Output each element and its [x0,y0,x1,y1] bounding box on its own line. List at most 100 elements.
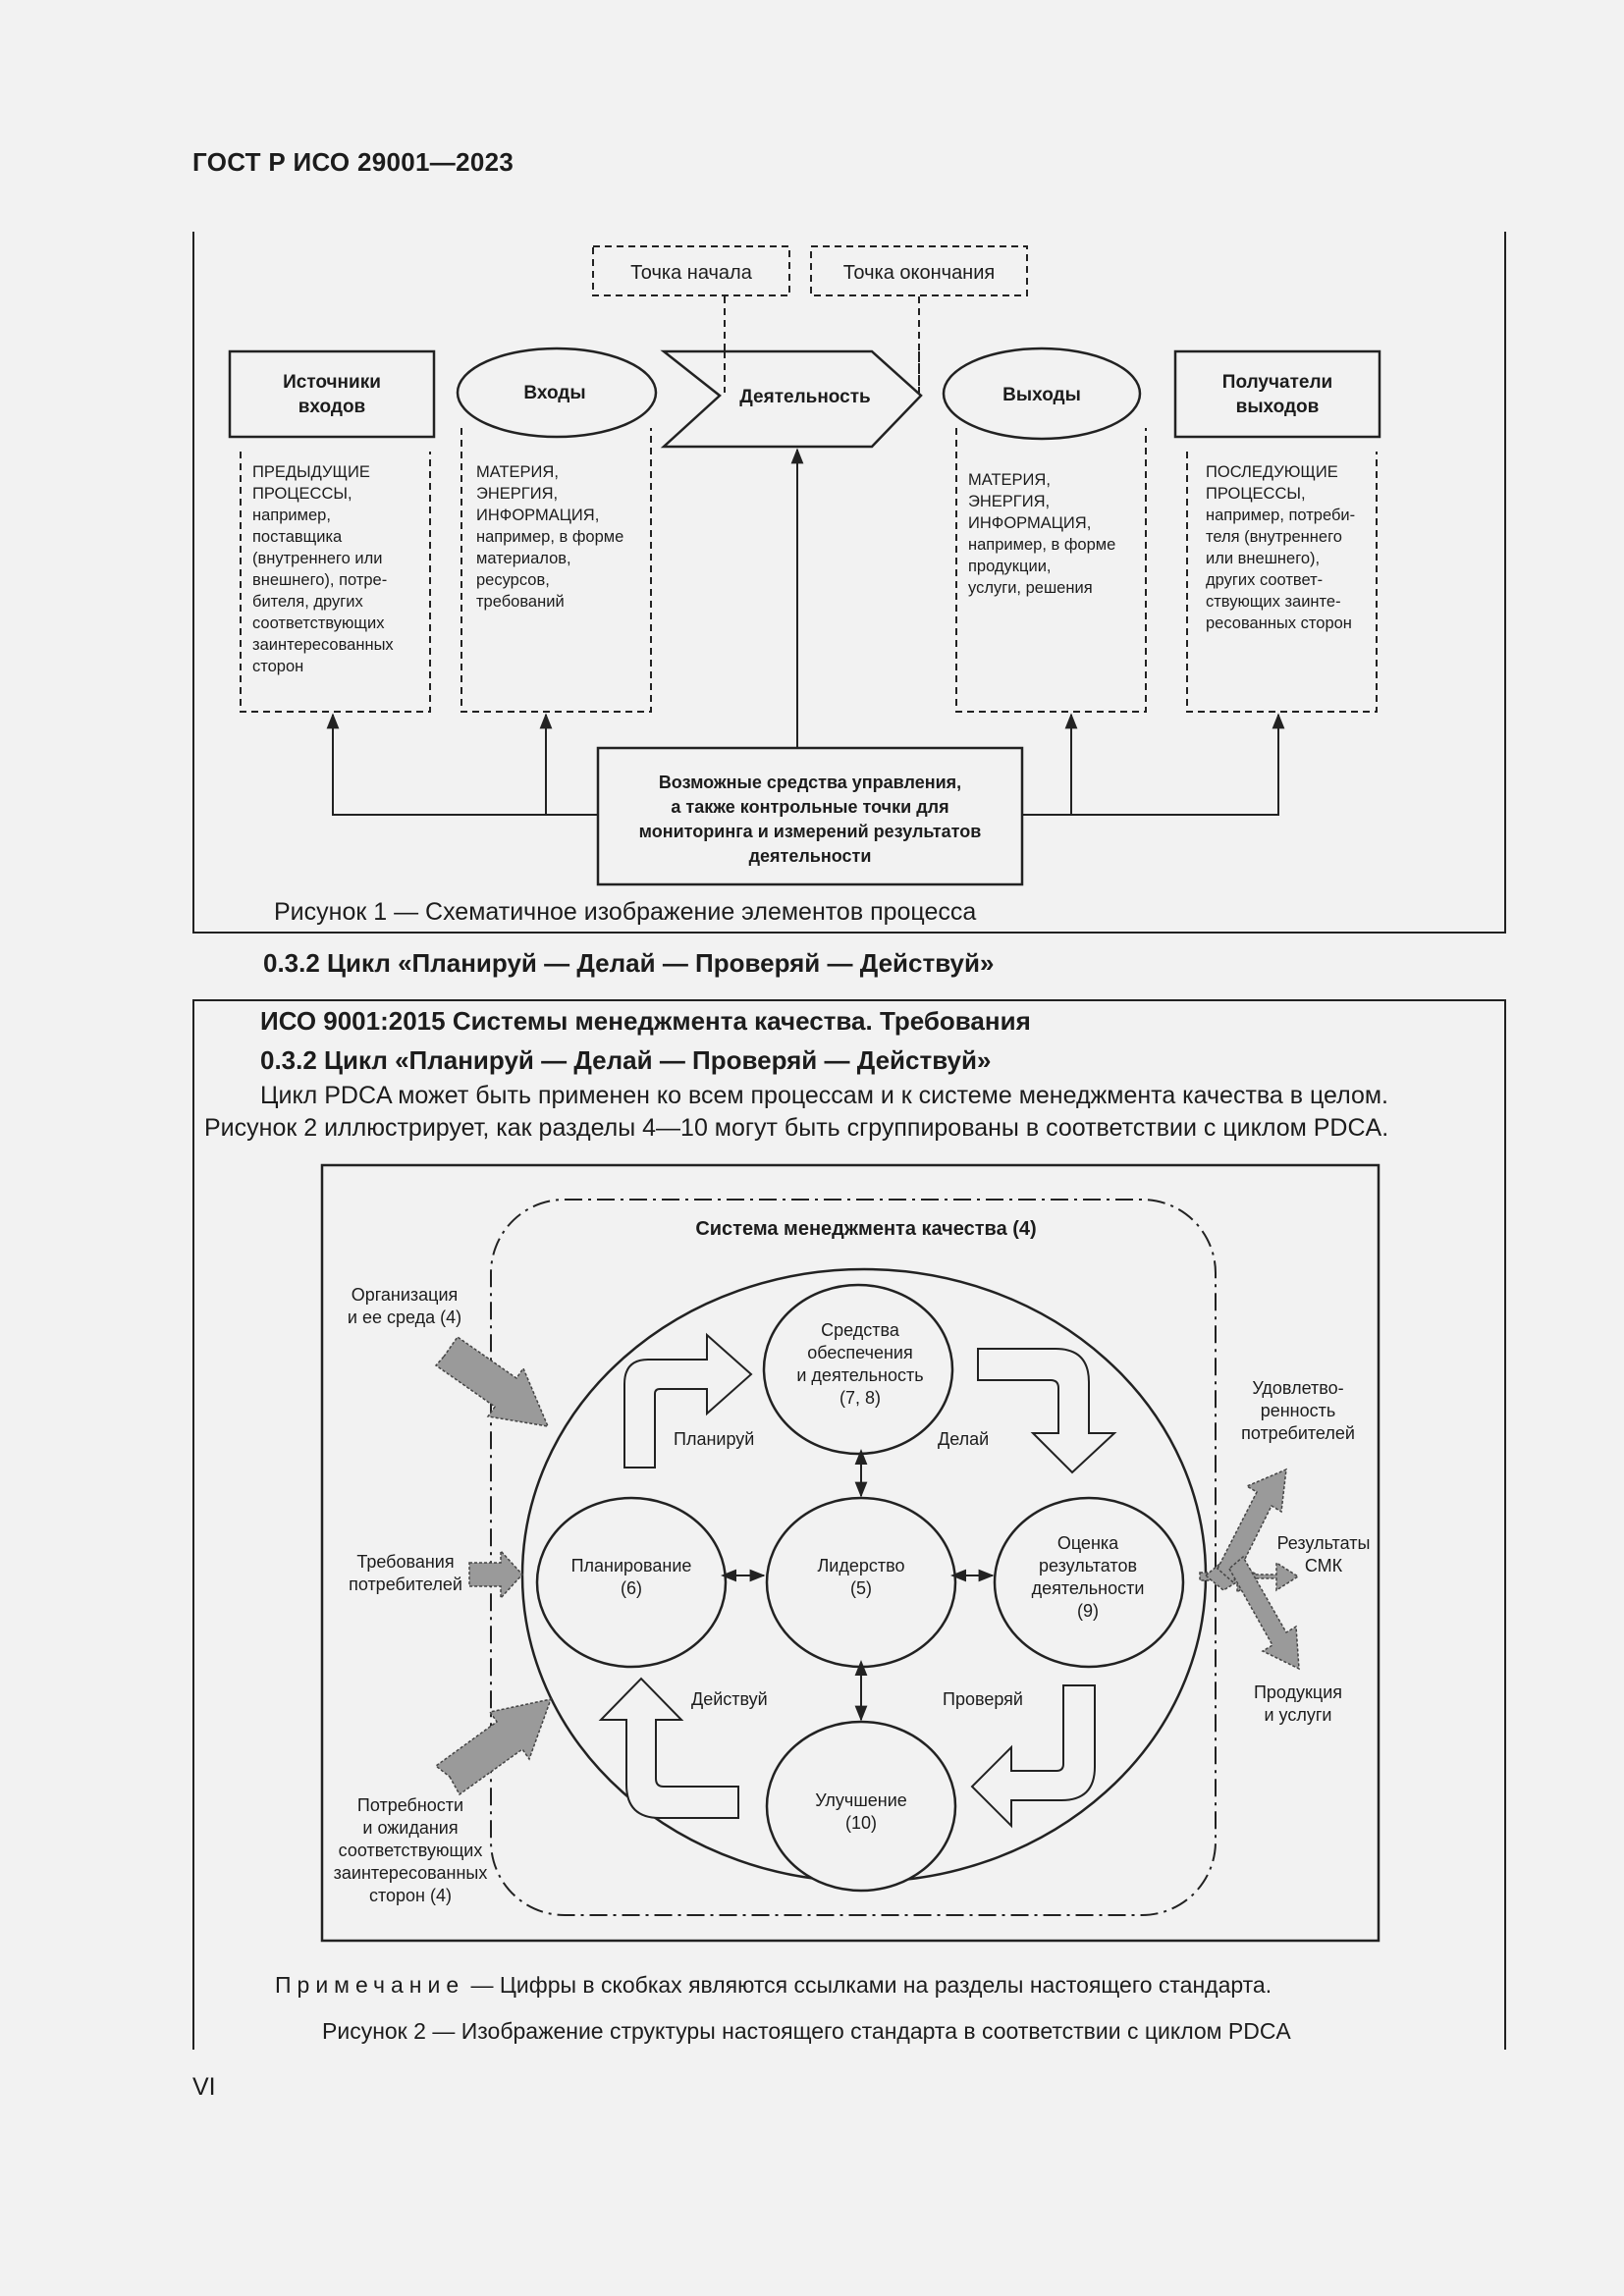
receivers-description-box [1186,452,1378,713]
svg-text:или внешнего),: или внешнего), [1206,550,1320,567]
plan-label: Планируй [674,1429,754,1449]
outputs-label: Выходы [1002,385,1081,405]
check-label: Проверяй [943,1689,1023,1709]
needs-arrow [434,1697,553,1796]
receivers-box [1173,349,1381,439]
svg-text:МАТЕРИЯ,: МАТЕРИЯ, [476,463,559,481]
svg-text:и ее среда (4): и ее среда (4) [348,1308,461,1327]
svg-text:бителя, других: бителя, других [252,593,364,611]
svg-text:результатов: результатов [1039,1556,1137,1575]
svg-text:например, в форме: например, в форме [968,536,1115,554]
org-label: Организация и ее среда (4) [348,1285,461,1327]
satisfaction-label: Удовлетво- ренность потребителей [1241,1378,1355,1443]
output-arrows [1199,1468,1300,1671]
svg-text:СМК: СМК [1305,1556,1343,1575]
needs-label: Потребности и ожидания соответствующих з… [334,1795,488,1905]
svg-text:и услуги: и услуги [1265,1705,1332,1725]
end-point-label: Точка окончания [843,262,995,284]
inputs-description-box [460,428,652,713]
document-header: ГОСТ Р ИСО 29001—2023 [192,147,514,177]
svg-text:сторон: сторон [252,658,303,675]
svg-text:ренность: ренность [1261,1401,1336,1420]
svg-text:(5): (5) [850,1578,872,1598]
products-arrow [1228,1555,1300,1671]
svg-text:и ожидания: и ожидания [362,1818,458,1838]
section-heading: 0.3.2 Цикл «Планируй — Делай — Проверяй … [263,948,994,978]
svg-text:ствующих заинте-: ствующих заинте- [1206,593,1341,611]
inputs-label: Входы [523,383,585,403]
inputs-ellipse [456,347,658,439]
receivers-description: ПОСЛЕДУЮЩИЕ ПРОЦЕССЫ, например, потреби-… [1206,463,1355,632]
svg-text:деятельности: деятельности [749,846,872,866]
svg-text:Результаты: Результаты [1277,1533,1371,1553]
controls-box [596,746,1024,886]
page-number: VI [192,2073,216,2101]
svg-text:ИНФОРМАЦИЯ,: ИНФОРМАЦИЯ, [968,514,1091,532]
check-arrow [970,1684,1096,1829]
org-arrow [434,1335,550,1427]
end-point-box [810,245,1028,296]
svg-text:(внутреннего или: (внутреннего или [252,550,382,567]
svg-text:заинтересованных: заинтересованных [334,1863,488,1883]
svg-text:ИНФОРМАЦИЯ,: ИНФОРМАЦИЯ, [476,507,599,524]
activity-label: Деятельность [739,387,870,407]
controls-text: Возможные средства управления, а также к… [639,773,982,866]
sources-description: ПРЕДЫДУЩИЕ ПРОЦЕССЫ, например, поставщик… [252,463,394,675]
do-label: Делай [938,1429,989,1449]
outputs-description-box [955,428,1147,713]
svg-text:например, потреби-: например, потреби- [1206,507,1355,524]
evaluation-circle [993,1496,1185,1669]
svg-text:продукции,: продукции, [968,558,1052,575]
svg-text:материалов,: материалов, [476,550,571,567]
svg-text:Улучшение: Улучшение [815,1790,907,1810]
figure1-diagram: Точка начала Точка окончания Источники в… [228,245,1381,926]
svg-text:соответствующих: соответствующих [339,1841,483,1860]
svg-text:деятельности: деятельности [1032,1578,1145,1598]
quote-paragraph-line1: Цикл PDCA может быть применен ко всем пр… [260,1082,1388,1109]
note: Примечание — Цифры в скобках являются сс… [275,1972,1272,1998]
svg-text:Возможные средства управления,: Возможные средства управления, [659,773,961,792]
svg-text:теля (внутреннего: теля (внутреннего [1206,528,1342,546]
sources-label-1: Источники [283,372,381,393]
svg-text:услуги, решения: услуги, решения [968,579,1093,597]
planning-label: Планирование (6) [571,1556,692,1598]
requirements-label: Требования потребителей [349,1552,462,1594]
svg-text:и деятельность: и деятельность [796,1365,923,1385]
svg-text:ПРОЦЕССЫ,: ПРОЦЕССЫ, [1206,485,1306,503]
svg-text:внешнего), потре-: внешнего), потре- [252,571,387,589]
products-label: Продукция и услуги [1254,1682,1342,1725]
improvement-label: Улучшение (10) [815,1790,907,1833]
improvement-circle [765,1720,957,1893]
svg-text:Требования: Требования [356,1552,454,1572]
svg-text:требований: требований [476,593,565,611]
qms-title: Система менеджмента качества (4) [695,1218,1036,1240]
sources-description-box [240,452,431,713]
svg-text:потребителей: потребителей [349,1575,462,1594]
svg-text:Лидерство: Лидерство [817,1556,904,1575]
plan-arrow [623,1332,753,1468]
start-point-box [592,245,790,296]
sources-label-2: входов [298,397,365,417]
svg-text:ресованных сторон: ресованных сторон [1206,614,1352,632]
svg-text:ПРЕДЫДУЩИЕ: ПРЕДЫДУЩИЕ [252,463,370,481]
svg-text:Продукция: Продукция [1254,1682,1342,1702]
act-label: Действуй [691,1689,768,1709]
figure1-frame [192,232,1506,934]
leadership-label: Лидерство (5) [817,1556,904,1598]
svg-text:ЭНЕРГИЯ,: ЭНЕРГИЯ, [476,485,558,503]
inputs-description: МАТЕРИЯ, ЭНЕРГИЯ, ИНФОРМАЦИЯ, например, … [476,463,623,611]
receivers-label-2: выходов [1236,397,1320,417]
svg-text:сторон (4): сторон (4) [369,1886,452,1905]
activity-chevron [660,349,923,449]
svg-text:обеспечения: обеспечения [807,1343,912,1362]
quote-heading: 0.3.2 Цикл «Планируй — Делай — Проверяй … [260,1045,991,1075]
svg-text:Оценка: Оценка [1057,1533,1119,1553]
svg-text:Организация: Организация [352,1285,459,1305]
svg-text:ресурсов,: ресурсов, [476,571,550,589]
qms-boundary [490,1199,1217,1916]
quote-paragraph-line2: Рисунок 2 иллюстрирует, как разделы 4—10… [204,1114,1388,1142]
start-point-label: Точка начала [630,262,753,284]
do-arrow [977,1348,1117,1474]
requirements-arrow [468,1549,524,1600]
